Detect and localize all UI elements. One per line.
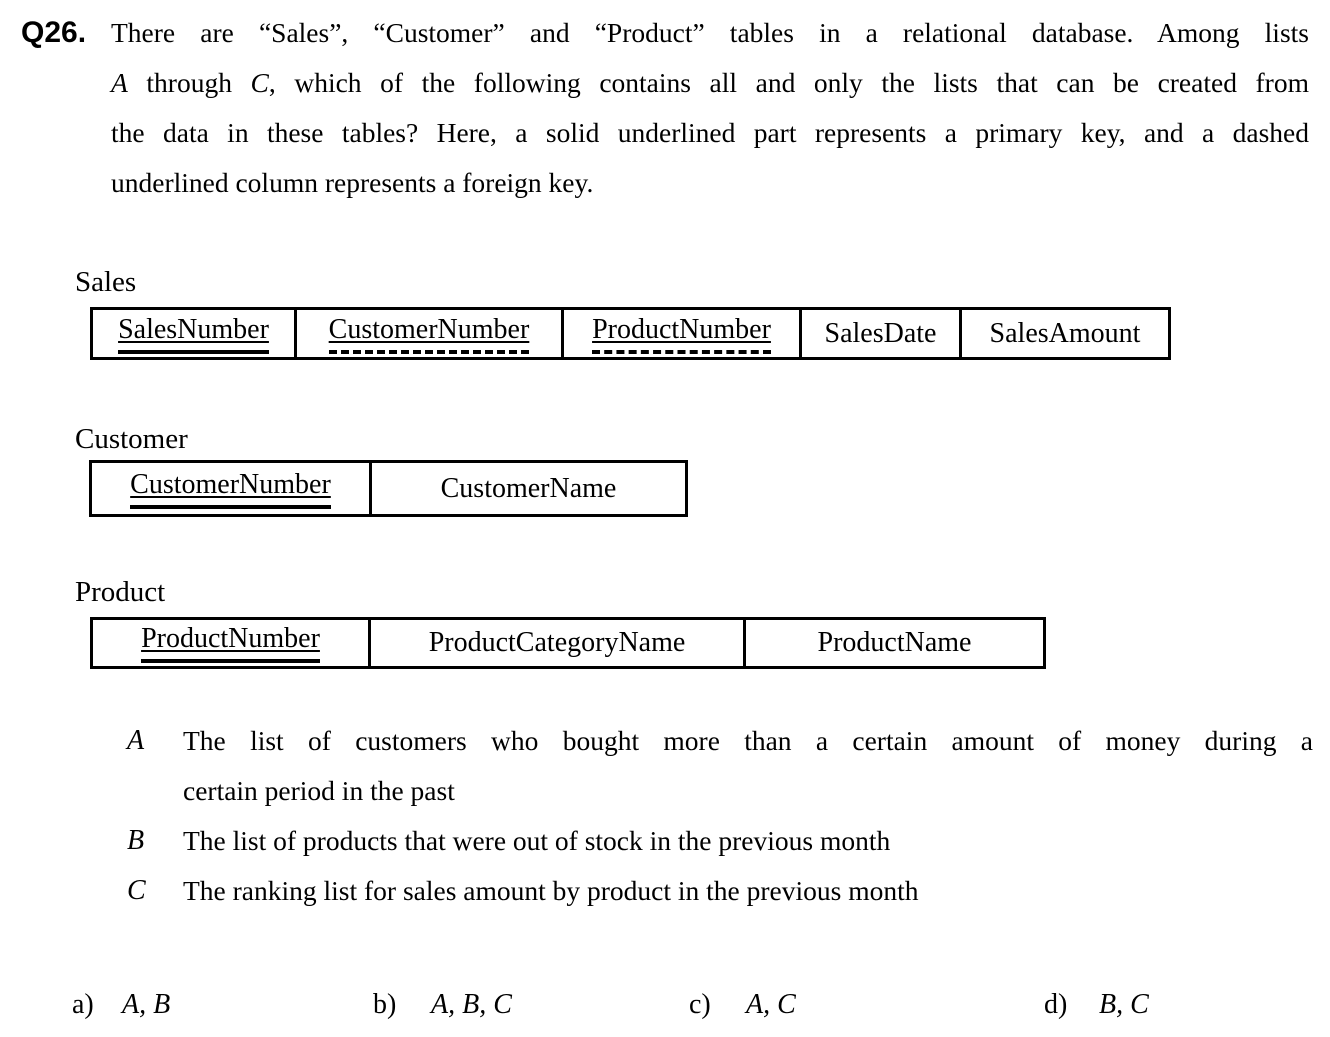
question-line-2: A through C, which of the following cont… bbox=[111, 58, 1309, 108]
question-line-2-rest: , which of the following contains all an… bbox=[268, 67, 1309, 98]
product-col-productnumber: ProductNumber bbox=[90, 617, 371, 669]
column-name: CustomerName bbox=[440, 472, 617, 504]
question-line-3: the data in these tables? Here, a solid … bbox=[111, 117, 1309, 148]
customer-table-label: Customer bbox=[75, 423, 188, 455]
list-item-c-text: The ranking list for sales amount by pro… bbox=[183, 875, 919, 906]
question-text: There are “Sales”, “Customer” and “Produ… bbox=[111, 8, 1309, 208]
column-name: ProductName bbox=[817, 627, 972, 658]
list-item-b-label: B bbox=[127, 825, 145, 856]
option-d-value: B, C bbox=[1099, 989, 1149, 1020]
foreign-key-underline: CustomerNumber bbox=[328, 314, 530, 354]
list-items: A The list of customers who bought more … bbox=[127, 716, 1313, 916]
list-item-c-label: C bbox=[127, 875, 146, 906]
primary-key-underline: CustomerNumber bbox=[130, 469, 331, 509]
sales-table: SalesNumber CustomerNumber ProductNumber… bbox=[90, 307, 1171, 360]
column-name: ProductCategoryName bbox=[428, 627, 686, 658]
option-a-label: a) bbox=[72, 989, 94, 1020]
list-ref-a: A bbox=[111, 67, 128, 98]
list-item-a-label: A bbox=[127, 725, 145, 756]
list-item-a-text: The list of customers who bought more th… bbox=[183, 716, 1313, 816]
column-name: SalesDate bbox=[824, 317, 937, 349]
list-item-b-text: The list of products that were out of st… bbox=[183, 825, 891, 856]
list-item-a-line-2: certain period in the past bbox=[183, 775, 455, 806]
option-c-value: A, C bbox=[746, 989, 796, 1020]
list-ref-c: C bbox=[250, 67, 269, 98]
list-item-a-line-1: The list of customers who bought more th… bbox=[183, 725, 1313, 756]
column-name: SalesAmount bbox=[989, 317, 1141, 349]
product-table: ProductNumber ProductCategoryName Produc… bbox=[90, 617, 1046, 669]
primary-key-underline: SalesNumber bbox=[118, 314, 269, 354]
foreign-key-underline: ProductNumber bbox=[592, 314, 771, 354]
option-a: a) A, B bbox=[72, 983, 170, 1027]
option-b-label: b) bbox=[373, 989, 397, 1020]
question-line-2-mid: through bbox=[127, 67, 251, 98]
customer-col-customername: CustomerName bbox=[369, 460, 688, 517]
option-a-value: A, B bbox=[122, 989, 171, 1020]
option-c-label: c) bbox=[689, 989, 711, 1020]
product-col-productname: ProductName bbox=[743, 617, 1046, 669]
product-table-label: Product bbox=[75, 576, 166, 608]
list-item-b: B The list of products that were out of … bbox=[127, 816, 1313, 866]
sales-col-customernumber: CustomerNumber bbox=[294, 307, 564, 360]
question-line-4: underlined column represents a foreign k… bbox=[111, 167, 594, 198]
product-table-header-row: ProductNumber ProductCategoryName Produc… bbox=[90, 617, 1046, 669]
product-col-productcategoryname: ProductCategoryName bbox=[368, 617, 746, 669]
sales-table-label: Sales bbox=[75, 266, 137, 298]
customer-table-header-row: CustomerNumber CustomerName bbox=[89, 460, 688, 517]
option-c: c) A, C bbox=[689, 983, 796, 1027]
list-item-a: A The list of customers who bought more … bbox=[127, 716, 1313, 816]
sales-col-salesnumber: SalesNumber bbox=[90, 307, 297, 360]
question-line-1: There are “Sales”, “Customer” and “Produ… bbox=[111, 17, 1309, 48]
sales-col-salesamount: SalesAmount bbox=[959, 307, 1171, 360]
question-number: Q26. bbox=[21, 16, 87, 49]
customer-table: CustomerNumber CustomerName bbox=[89, 460, 688, 517]
primary-key-underline: ProductNumber bbox=[141, 623, 320, 663]
option-d-label: d) bbox=[1044, 989, 1068, 1020]
customer-col-customernumber: CustomerNumber bbox=[89, 460, 372, 517]
option-d: d) B, C bbox=[1044, 983, 1149, 1027]
answer-options: a) A, B b) A, B, C c) A, C d) B, C bbox=[0, 983, 1330, 1033]
sales-col-salesdate: SalesDate bbox=[799, 307, 962, 360]
sales-col-productnumber: ProductNumber bbox=[561, 307, 802, 360]
option-b-value: A, B, C bbox=[431, 989, 512, 1020]
list-item-c: C The ranking list for sales amount by p… bbox=[127, 866, 1313, 916]
option-b: b) A, B, C bbox=[373, 983, 512, 1027]
sales-table-header-row: SalesNumber CustomerNumber ProductNumber… bbox=[90, 307, 1171, 360]
